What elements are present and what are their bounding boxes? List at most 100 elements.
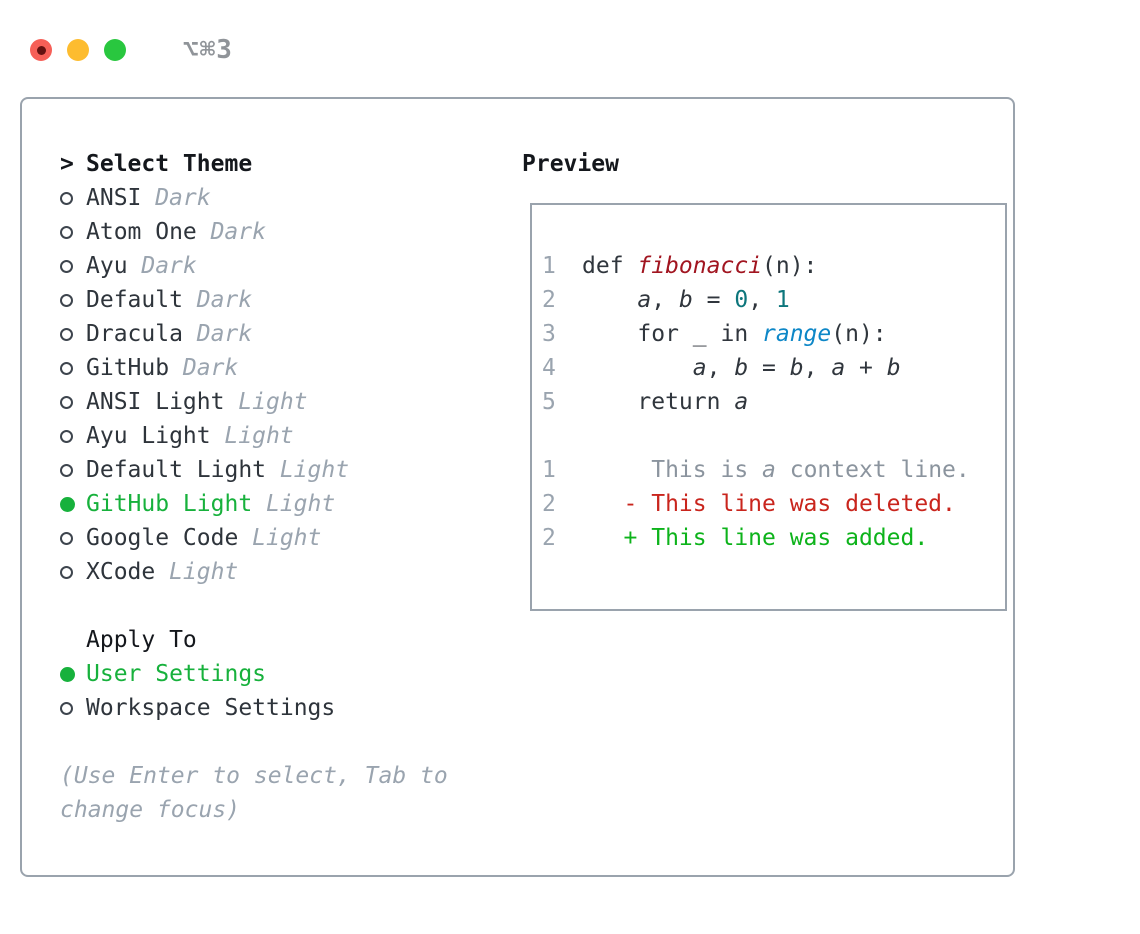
theme-variant: Dark bbox=[210, 219, 266, 245]
theme-option-atom-one[interactable]: Atom One Dark bbox=[60, 215, 522, 249]
apply-option-label: User Settings bbox=[86, 661, 267, 687]
focus-caret-col: > bbox=[60, 147, 86, 181]
code-token-del: - This line was deleted. bbox=[582, 491, 956, 517]
radio-marker-col bbox=[60, 429, 86, 443]
code-text: a, b = 0, 1 bbox=[582, 283, 789, 317]
radio-marker-col bbox=[60, 327, 86, 341]
radio-marker-col bbox=[60, 361, 86, 375]
radio-icon bbox=[60, 565, 73, 579]
code-token-var: a bbox=[734, 389, 749, 415]
radio-marker-col bbox=[60, 463, 86, 477]
code-line bbox=[542, 419, 995, 453]
focus-caret-icon: > bbox=[60, 151, 74, 177]
code-line: 5 return a bbox=[542, 385, 995, 419]
code-text: - This line was deleted. bbox=[582, 487, 956, 521]
code-text: + This line was added. bbox=[582, 521, 929, 555]
theme-name: Google Code bbox=[86, 525, 239, 551]
theme-variant: Light bbox=[224, 423, 294, 449]
theme-variant: Light bbox=[169, 559, 239, 585]
radio-icon bbox=[60, 463, 73, 477]
code-line: 3 for _ in range(n): bbox=[542, 317, 995, 351]
theme-name: ANSI Light bbox=[86, 389, 225, 415]
minimize-button[interactable] bbox=[67, 39, 89, 61]
code-token-var: a bbox=[692, 355, 707, 381]
apply-option-label: Workspace Settings bbox=[86, 695, 336, 721]
code-token-var: a bbox=[637, 287, 652, 313]
radio-icon bbox=[60, 191, 73, 205]
radio-icon bbox=[60, 361, 73, 375]
theme-option-github-light[interactable]: GitHub Light Light bbox=[60, 487, 522, 521]
radio-icon bbox=[60, 429, 73, 443]
code-line: 2 + This line was added. bbox=[542, 521, 995, 555]
select-theme-header: > Select Theme bbox=[60, 147, 522, 181]
select-theme-label: Select Theme bbox=[86, 151, 253, 177]
radio-marker-col bbox=[60, 225, 86, 239]
line-number: 2 bbox=[542, 525, 556, 551]
code-token-plain bbox=[582, 355, 693, 381]
theme-variant: Light bbox=[252, 525, 322, 551]
theme-name: Atom One bbox=[86, 219, 197, 245]
theme-variant: Dark bbox=[155, 185, 211, 211]
code-token-plain: return bbox=[582, 389, 735, 415]
apply-to-header: Apply To bbox=[86, 627, 197, 653]
theme-option-ayu[interactable]: Ayu Dark bbox=[60, 249, 522, 283]
maximize-button[interactable] bbox=[104, 39, 126, 61]
code-line: 1 This is a context line. bbox=[542, 453, 995, 487]
theme-name: Default Light bbox=[86, 457, 267, 483]
code-token-plain: for _ in bbox=[582, 321, 763, 347]
code-token-func: fibonacci bbox=[637, 253, 763, 279]
code-token-context: context line. bbox=[775, 457, 970, 483]
titlebar: ⌥⌘3 bbox=[0, 0, 1140, 74]
apply-option-workspace-settings[interactable]: Workspace Settings bbox=[60, 691, 522, 725]
line-number: 3 bbox=[542, 321, 556, 347]
window-title: ⌥⌘3 bbox=[183, 35, 233, 65]
theme-option-default-light[interactable]: Default Light Light bbox=[60, 453, 522, 487]
radio-icon bbox=[60, 259, 73, 273]
theme-option-ayu-light[interactable]: Ayu Light Light bbox=[60, 419, 522, 453]
code-token-var: a bbox=[831, 355, 846, 381]
radio-icon bbox=[60, 395, 73, 409]
code-token-context-var: a bbox=[762, 457, 776, 483]
radio-marker-col bbox=[60, 293, 86, 307]
line-number: 5 bbox=[542, 389, 556, 415]
theme-name: Default bbox=[86, 287, 183, 313]
close-button[interactable] bbox=[30, 39, 52, 61]
theme-variant: Dark bbox=[141, 253, 197, 279]
apply-option-user-settings[interactable]: User Settings bbox=[60, 657, 522, 691]
code-token-plain: (n): bbox=[831, 321, 887, 347]
radio-selected-icon bbox=[60, 666, 75, 682]
theme-variant: Light bbox=[279, 457, 350, 483]
line-number: 2 bbox=[542, 491, 556, 517]
theme-option-google-code[interactable]: Google Code Light bbox=[60, 521, 522, 555]
line-number: 1 bbox=[542, 253, 556, 279]
code-token-plain: , bbox=[651, 287, 679, 313]
code-token-var: b bbox=[886, 355, 901, 381]
radio-marker-col bbox=[60, 191, 86, 205]
code-token-plain: , bbox=[706, 355, 735, 381]
line-number: 4 bbox=[542, 355, 556, 381]
theme-name: Ayu Light bbox=[86, 423, 211, 449]
code-text: This is a context line. bbox=[582, 453, 970, 487]
theme-name: GitHub Light bbox=[86, 491, 253, 517]
code-token-plain: def bbox=[582, 253, 638, 279]
code-token-plain: , bbox=[748, 287, 776, 313]
radio-icon bbox=[60, 225, 73, 239]
theme-variant: Light bbox=[265, 491, 336, 517]
code-token-plain: = bbox=[748, 355, 790, 381]
radio-marker-col bbox=[60, 496, 86, 512]
code-token-var: b bbox=[678, 287, 693, 313]
theme-name: Ayu bbox=[86, 253, 128, 279]
code-token-var: b bbox=[789, 355, 804, 381]
code-line: 2 a, b = 0, 1 bbox=[542, 283, 995, 317]
code-token-plain: , bbox=[803, 355, 832, 381]
